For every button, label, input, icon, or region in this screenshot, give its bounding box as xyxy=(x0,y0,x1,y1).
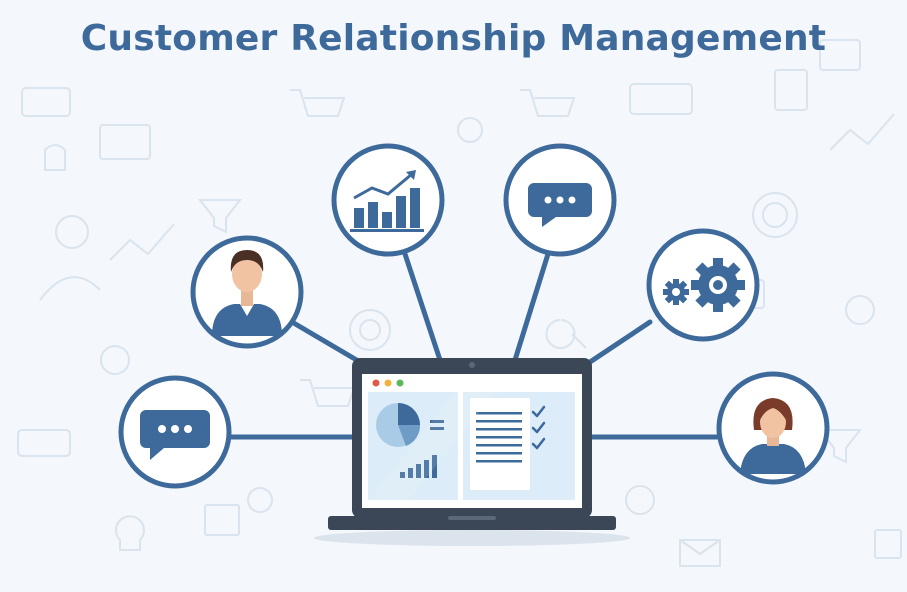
doodle-chart-icon xyxy=(109,223,175,261)
node-chat-top xyxy=(503,143,617,257)
screen-reflection xyxy=(362,374,510,508)
window-dot-red xyxy=(372,379,380,387)
doodle-magnifier-icon xyxy=(545,319,587,349)
laptop-base xyxy=(328,516,616,530)
doodle-calculator-icon xyxy=(774,69,808,111)
doodle-coin-icon xyxy=(457,117,483,143)
node-woman xyxy=(716,371,830,485)
doodle-chart-icon xyxy=(829,113,895,151)
doodle-gift-icon xyxy=(874,529,902,559)
node-chart xyxy=(331,143,445,257)
doodle-buy-tag-icon xyxy=(629,83,693,115)
laptop-camera xyxy=(469,362,475,368)
doodle-lightbulb-icon xyxy=(115,515,145,551)
doodle-target-icon xyxy=(349,309,391,351)
checklist-icon xyxy=(476,405,546,463)
doodle-coin-icon xyxy=(100,345,130,375)
woman-avatar-icon xyxy=(740,398,806,474)
chat-bubble-icon xyxy=(140,410,210,460)
doodle-coin-icon xyxy=(247,487,273,513)
doodle-cart-icon xyxy=(300,379,356,407)
doodle-buy-tag-icon xyxy=(17,429,71,457)
laptop xyxy=(314,358,630,546)
doodle-gear-icon xyxy=(55,215,89,249)
doodle-arrow-icon xyxy=(39,276,101,301)
doodle-gift-icon xyxy=(204,504,240,536)
doodle-cart-icon xyxy=(520,89,576,117)
doodle-coin-icon xyxy=(625,485,655,515)
window-dot-yellow xyxy=(384,379,392,387)
doodle-target-icon xyxy=(762,202,788,228)
laptop-shadow xyxy=(314,530,630,546)
chat-bubble-icon xyxy=(528,183,592,227)
connector-gears xyxy=(587,319,653,365)
legend-lines-icon xyxy=(430,420,444,430)
doodle-envelope-icon xyxy=(679,539,721,567)
pie-chart-icon xyxy=(376,403,421,447)
doodle-monitor-icon xyxy=(819,39,861,71)
growth-chart-icon xyxy=(350,170,424,232)
doodle-target-icon xyxy=(359,319,381,341)
bar-chart-icon xyxy=(400,455,437,478)
node-gears xyxy=(646,228,760,342)
connector-chat-top xyxy=(512,251,551,363)
doodle-thumb-icon xyxy=(44,144,66,171)
node-man xyxy=(190,235,304,349)
doodle-cart-icon xyxy=(290,89,346,117)
doodle-funnel-icon xyxy=(817,429,863,464)
connector-man xyxy=(289,319,363,365)
connector-chart xyxy=(402,251,443,363)
man-avatar-icon xyxy=(212,250,282,336)
doodle-funnel-icon xyxy=(197,199,243,234)
doodle-buy-tag-icon xyxy=(21,87,71,117)
connector-lines xyxy=(227,251,723,440)
window-dot-green xyxy=(396,379,404,387)
laptop-notch xyxy=(448,516,496,520)
doodle-gear-icon xyxy=(845,295,875,325)
node-chat-left xyxy=(118,375,232,489)
page-title: Customer Relationship Management xyxy=(80,18,827,59)
doodle-target-icon xyxy=(752,192,798,238)
doodle-monitor-icon xyxy=(99,124,151,160)
